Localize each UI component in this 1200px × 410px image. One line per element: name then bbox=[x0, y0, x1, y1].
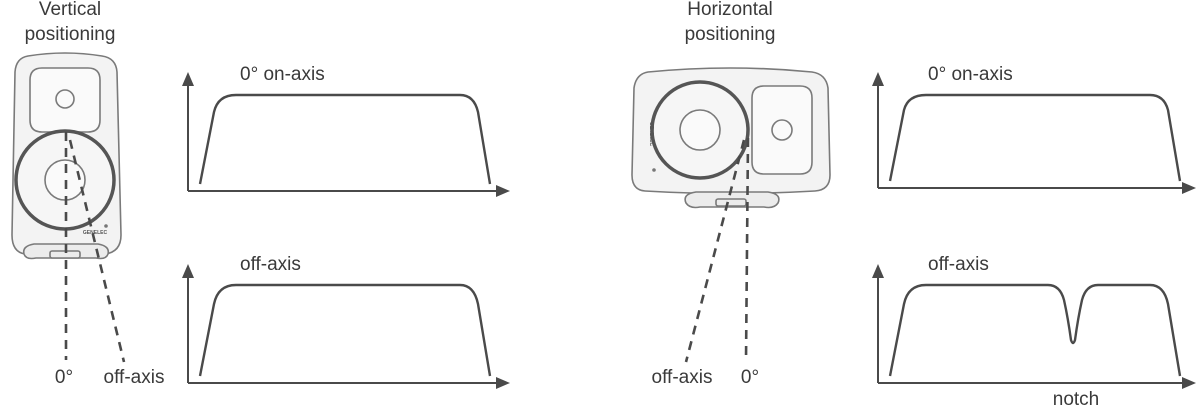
horizontal-logo: GENELEC bbox=[648, 122, 654, 147]
vertical-section: Vertical positioning GENELEC 0° off-axis… bbox=[11, 0, 510, 389]
horizontal-onaxis-graph: 0° on-axis bbox=[872, 64, 1196, 194]
horizontal-speaker: GENELEC bbox=[631, 67, 831, 209]
vertical-offaxis-graph: off-axis bbox=[182, 254, 510, 389]
horizontal-woofer-cone bbox=[679, 109, 721, 151]
vertical-offaxis-response-curve bbox=[198, 283, 492, 377]
vertical-power-led bbox=[104, 224, 108, 228]
horizontal-heading-line2: positioning bbox=[685, 24, 776, 45]
horizontal-zero-label: 0° bbox=[741, 367, 759, 388]
vertical-offaxis-ray-label: off-axis bbox=[104, 367, 165, 388]
horizontal-notch-label: notch bbox=[1053, 389, 1099, 410]
horizontal-offaxis-ray-label: off-axis bbox=[652, 367, 713, 388]
horizontal-zero-axis-ray bbox=[744, 137, 750, 361]
horizontal-offaxis-graph: off-axis notch bbox=[872, 254, 1196, 410]
horizontal-offaxis-ray bbox=[684, 139, 746, 363]
vertical-offaxis-label: off-axis bbox=[240, 254, 301, 275]
vertical-onaxis-x-arrow bbox=[496, 185, 510, 197]
horizontal-offaxis-response-curve bbox=[888, 283, 1182, 377]
horizontal-onaxis-x-arrow bbox=[1182, 182, 1196, 194]
vertical-onaxis-label: 0° on-axis bbox=[240, 64, 325, 85]
horizontal-tweeter bbox=[771, 119, 793, 141]
vertical-offaxis-ray bbox=[68, 139, 126, 363]
horizontal-offaxis-label: off-axis bbox=[928, 254, 989, 275]
horizontal-onaxis-response-curve bbox=[888, 93, 1182, 182]
vertical-onaxis-y-arrow bbox=[182, 72, 194, 86]
horizontal-onaxis-y-arrow bbox=[872, 72, 884, 86]
vertical-onaxis-response-curve bbox=[198, 93, 492, 185]
horizontal-power-led bbox=[652, 168, 656, 172]
horizontal-stand-foot bbox=[715, 198, 747, 207]
horizontal-heading-line1: Horizontal bbox=[687, 0, 773, 20]
vertical-zero-label: 0° bbox=[55, 367, 73, 388]
vertical-heading-line2: positioning bbox=[25, 24, 116, 45]
vertical-offaxis-x-arrow bbox=[496, 377, 510, 389]
horizontal-offaxis-x-arrow bbox=[1182, 377, 1196, 389]
horizontal-onaxis-label: 0° on-axis bbox=[928, 64, 1013, 85]
horizontal-offaxis-y-arrow bbox=[872, 264, 884, 278]
horizontal-section: Horizontal positioning GENELEC off-axis … bbox=[631, 0, 1196, 410]
vertical-offaxis-y-arrow bbox=[182, 264, 194, 278]
vertical-logo: GENELEC bbox=[83, 230, 108, 236]
vertical-heading-line1: Vertical bbox=[39, 0, 101, 20]
vertical-tweeter bbox=[55, 89, 75, 109]
vertical-onaxis-graph: 0° on-axis bbox=[182, 64, 510, 197]
